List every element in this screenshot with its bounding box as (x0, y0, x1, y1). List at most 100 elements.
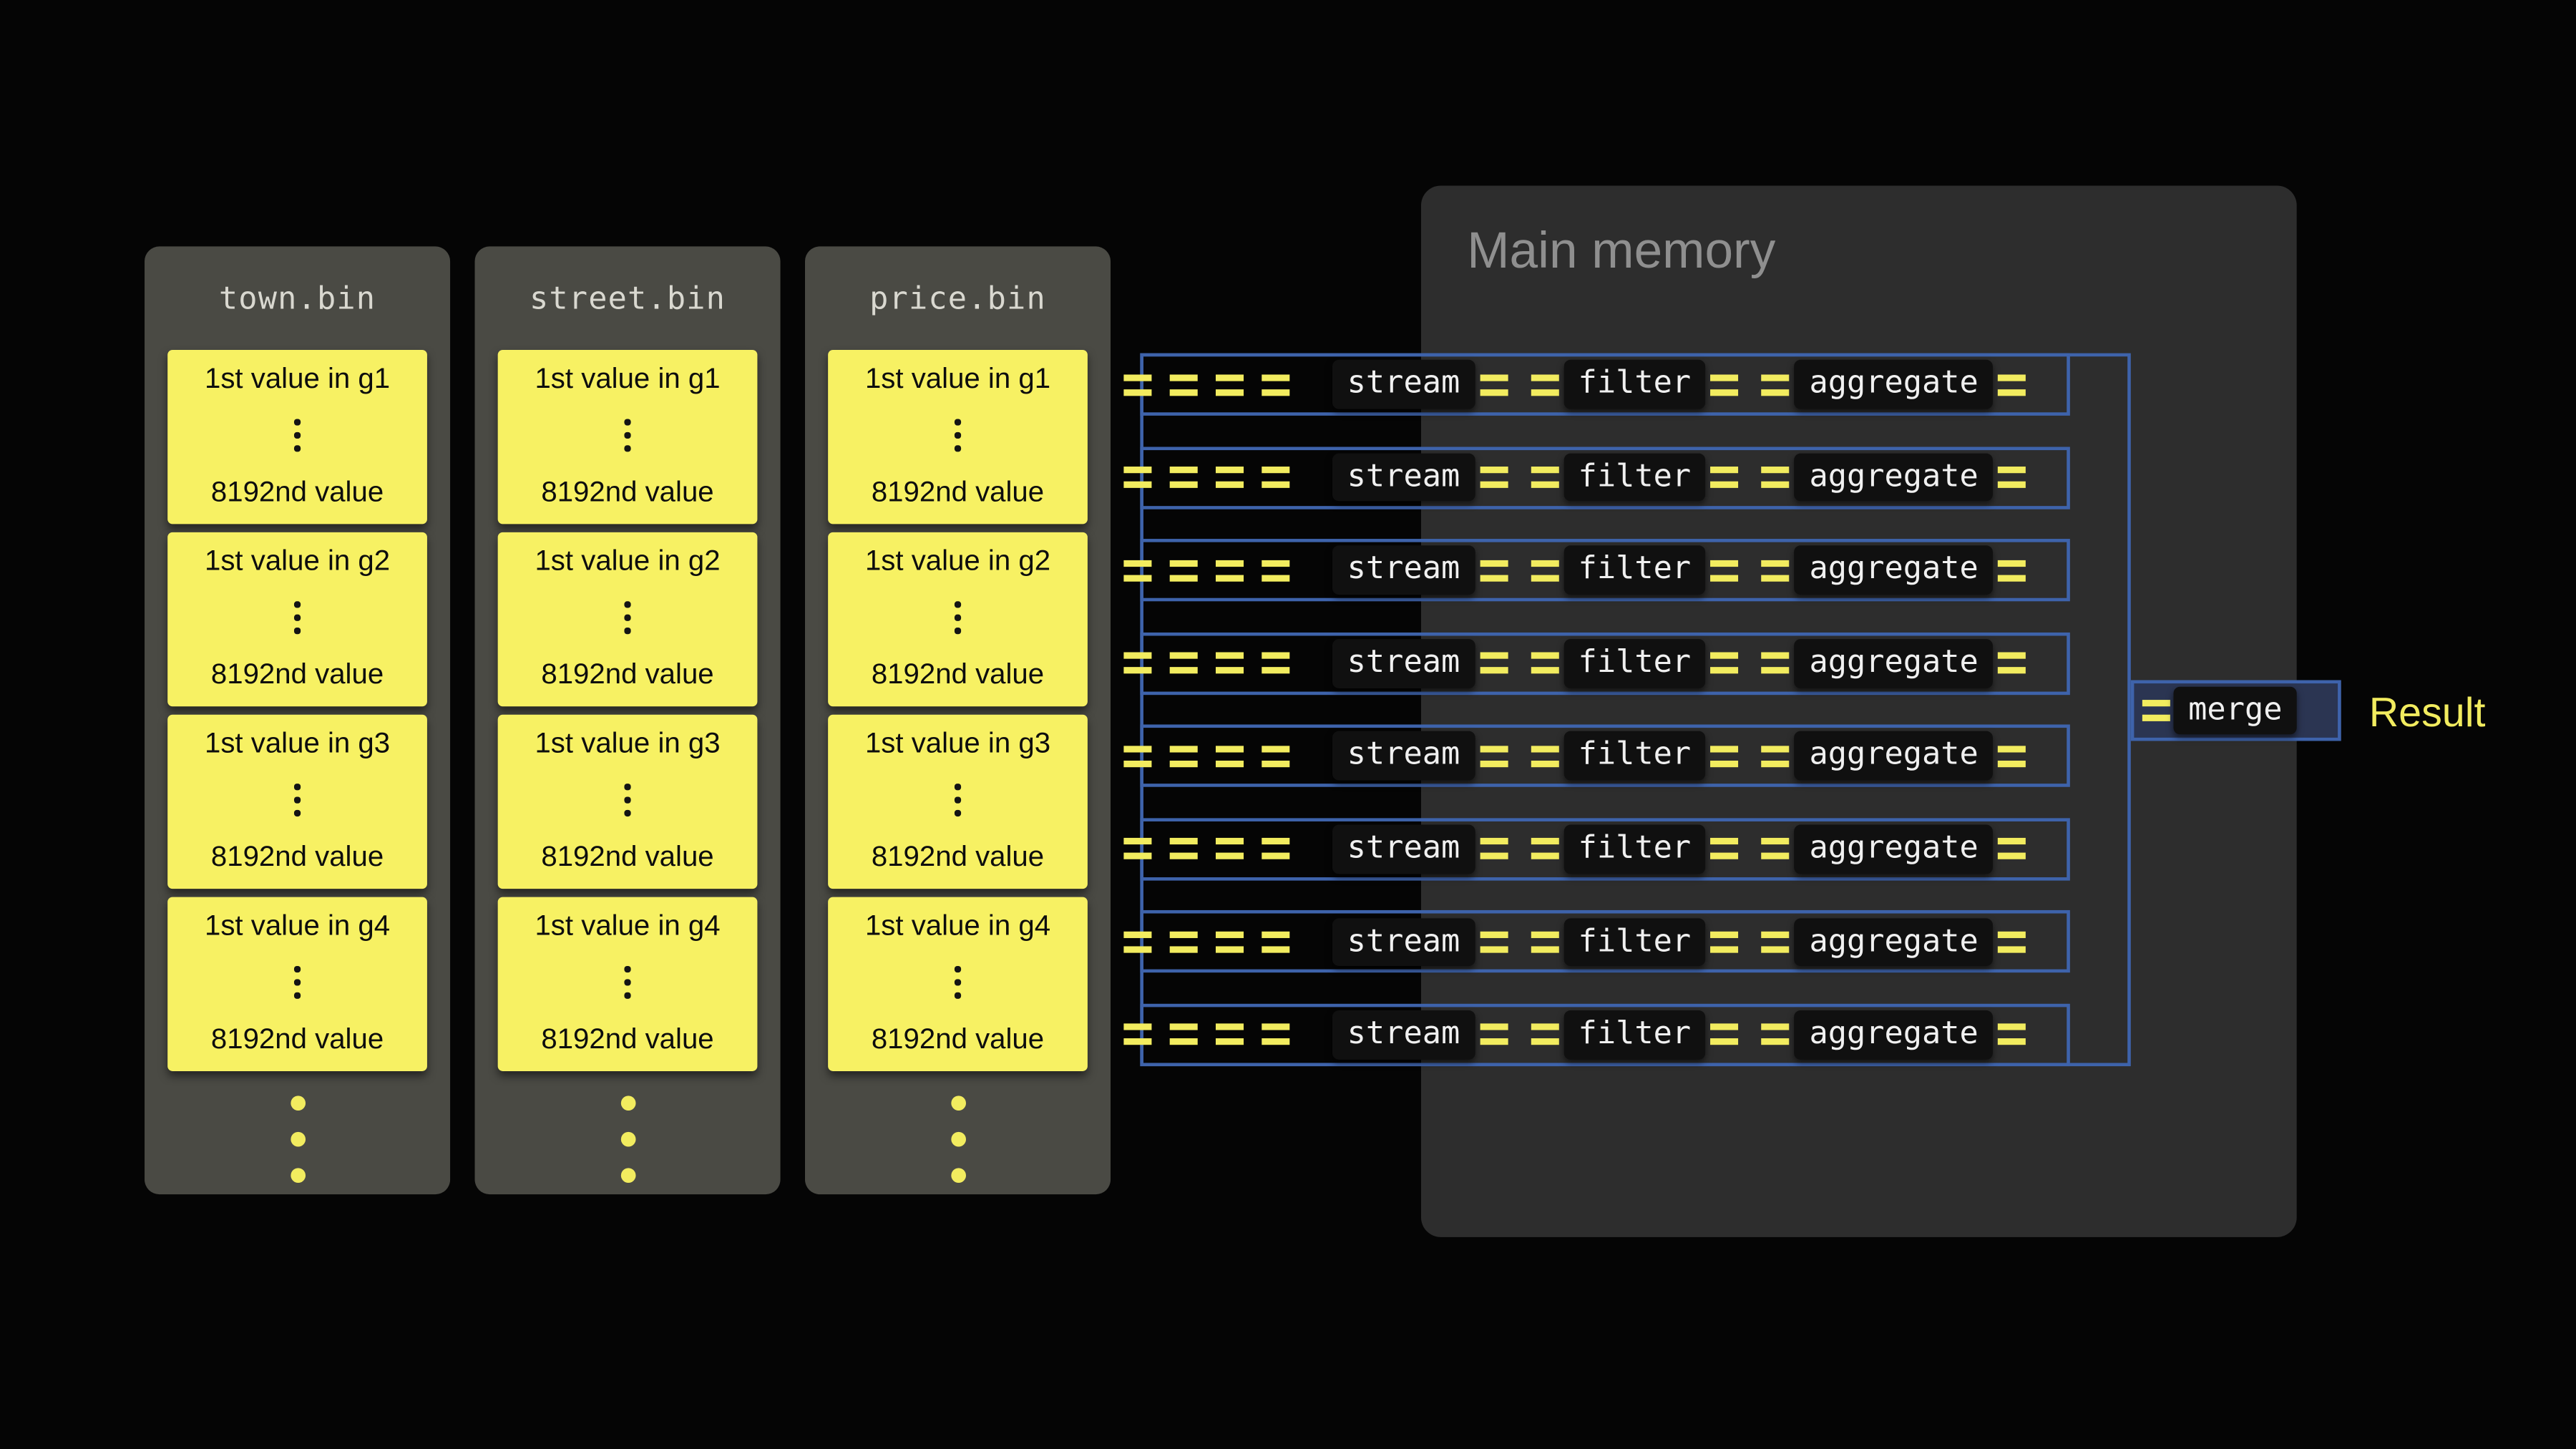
equals-icon (1123, 374, 1152, 396)
vertical-ellipsis-icon (955, 966, 961, 998)
stream-box: stream (1332, 360, 1475, 409)
equals-icon (1262, 745, 1290, 767)
equals-icon (1123, 560, 1152, 581)
aggregate-box: aggregate (1794, 824, 1994, 874)
merge-box: merge (2173, 686, 2298, 736)
dot-icon (625, 602, 630, 608)
filter-box: filter (1563, 638, 1706, 688)
equals-icon (1479, 467, 1508, 489)
equals-icon (2142, 700, 2170, 721)
dot-icon (294, 992, 301, 998)
equals-icon (1123, 838, 1152, 860)
equals-icon (1479, 931, 1508, 953)
dot-icon (625, 992, 630, 998)
more-groups-ellipsis-icon (475, 1096, 781, 1184)
equals-icon (1123, 931, 1152, 953)
dot-icon (294, 628, 301, 634)
equals-icon (1761, 467, 1790, 489)
vertical-ellipsis-icon (294, 602, 301, 634)
equals-icon (1710, 1024, 1739, 1046)
dot-icon (625, 797, 630, 803)
equals-icon (1123, 1024, 1152, 1046)
equals-icon (1761, 745, 1790, 767)
equals-icon (1169, 1024, 1198, 1046)
dot-icon (625, 784, 630, 790)
aggregate-box: aggregate (1794, 360, 1994, 409)
vertical-ellipsis-icon (294, 784, 301, 816)
equals-icon (1215, 931, 1244, 953)
equals-icon (1761, 838, 1790, 860)
value-block-g1: 1st value in g1 8192nd value (828, 350, 1088, 525)
equals-icon (1998, 652, 2026, 674)
block-first-value: 1st value in g1 (864, 361, 1051, 395)
equals-icon (1123, 745, 1152, 767)
dot-icon (294, 810, 301, 816)
dot-icon (294, 966, 301, 972)
dot-icon (625, 445, 630, 452)
equals-icon (1215, 560, 1244, 581)
filter-box: filter (1563, 731, 1706, 781)
equals-icon (1169, 652, 1198, 674)
file-title: street.bin (529, 280, 726, 318)
main-memory-title: Main memory (1467, 221, 1776, 280)
equals-icon (1215, 1024, 1244, 1046)
equals-icon (1761, 374, 1790, 396)
dot-icon (955, 992, 961, 998)
dot-icon (625, 432, 630, 439)
dot-icon (294, 980, 301, 985)
dot-icon (294, 615, 301, 621)
equals-icon (1215, 374, 1244, 396)
dot-icon (955, 797, 961, 803)
block-last-value: 8192nd value (541, 474, 714, 508)
equals-icon (1169, 931, 1198, 953)
filter-box: filter (1563, 917, 1706, 967)
equals-icon (1479, 838, 1508, 860)
merge-node: merge (2130, 680, 2341, 741)
equals-icon (1262, 652, 1290, 674)
vertical-ellipsis-icon (294, 419, 301, 452)
equals-icon (1479, 560, 1508, 581)
dot-icon (955, 615, 961, 621)
dot-icon (955, 419, 961, 426)
vertical-ellipsis-icon (955, 419, 961, 452)
equals-icon (1998, 745, 2026, 767)
equals-icon (1530, 652, 1559, 674)
equals-icon (1998, 374, 2026, 396)
block-first-value: 1st value in g3 (535, 726, 721, 759)
equals-icon (1262, 560, 1290, 581)
equals-icon (1998, 560, 2026, 581)
stream-box: stream (1332, 452, 1475, 502)
block-last-value: 8192nd value (541, 839, 714, 873)
block-last-value: 8192nd value (210, 657, 384, 691)
block-last-value: 8192nd value (541, 657, 714, 691)
equals-icon (1262, 838, 1290, 860)
block-first-value: 1st value in g3 (204, 726, 391, 759)
equals-icon (1998, 467, 2026, 489)
stream-box: stream (1332, 731, 1475, 781)
block-first-value: 1st value in g4 (204, 908, 391, 942)
block-first-value: 1st value in g4 (535, 908, 721, 942)
filter-box: filter (1563, 545, 1706, 595)
equals-icon (1262, 374, 1290, 396)
dot-icon (950, 1131, 965, 1147)
stream-box: stream (1332, 1010, 1475, 1060)
equals-icon (1761, 1024, 1790, 1046)
block-last-value: 8192nd value (871, 474, 1045, 508)
aggregate-box: aggregate (1794, 1010, 1994, 1060)
equals-icon (1710, 374, 1739, 396)
equals-icon (1761, 931, 1790, 953)
